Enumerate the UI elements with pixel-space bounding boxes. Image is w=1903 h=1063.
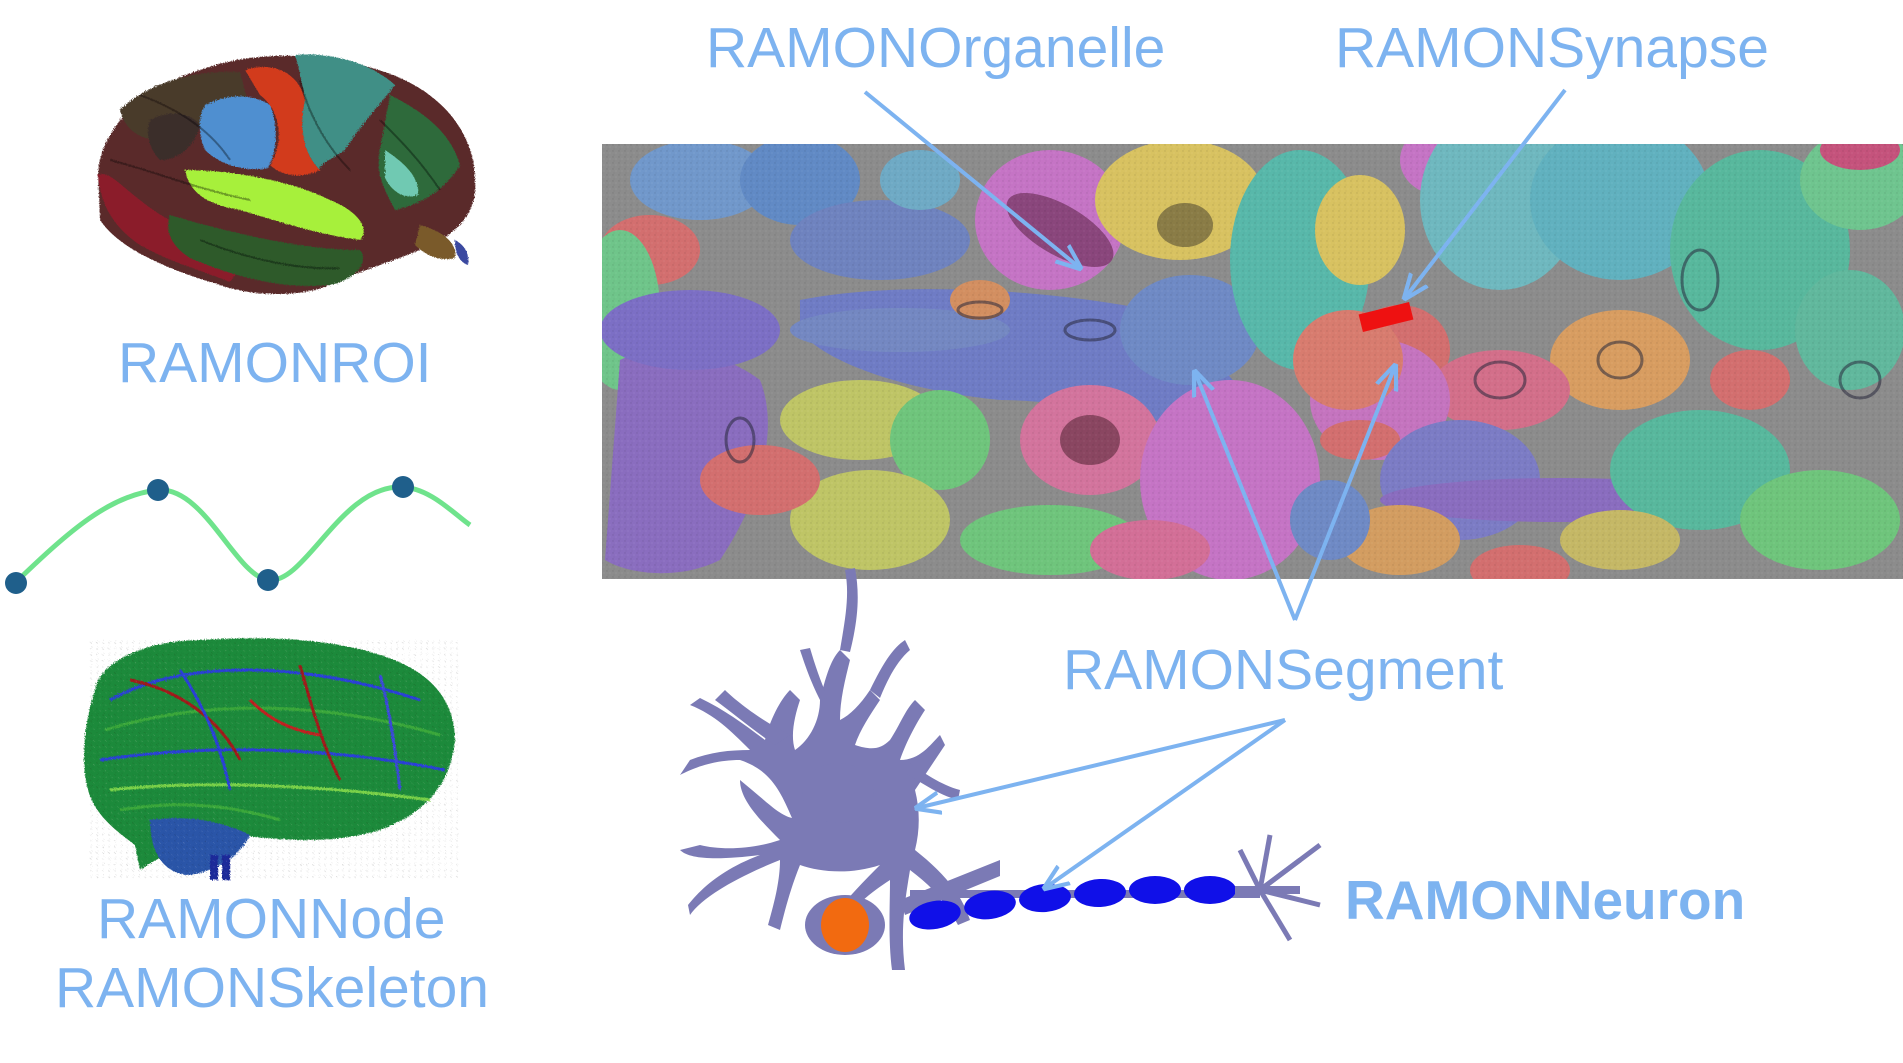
em-segmentation-image: [602, 144, 1903, 579]
segment-arrow-neuron-b: [1045, 718, 1287, 888]
label-ramon-node: RAMONNode: [97, 887, 446, 951]
label-ramon-organelle: RAMONOrganelle: [706, 16, 1166, 80]
neuron-icon: [680, 568, 1322, 970]
synapse-arrow: [1405, 88, 1567, 298]
skeleton-node-point: [392, 476, 414, 498]
synapse-marker: [1358, 301, 1414, 333]
myelin-sheath: [909, 876, 1236, 930]
organelle-arrow: [863, 90, 1080, 268]
segment-arrow-neuron-a: [917, 718, 1286, 808]
skeleton-node-point: [257, 569, 279, 591]
segment-arrow-em-a: [1195, 372, 1297, 621]
skeleton-curve-icon: [5, 476, 472, 594]
label-ramon-synapse: RAMONSynapse: [1335, 16, 1769, 80]
brain-surface-icon: [98, 54, 476, 295]
label-ramon-segment: RAMONSegment: [1063, 638, 1504, 702]
label-ramon-skeleton: RAMONSkeleton: [55, 956, 489, 1020]
annotation-arrows: [863, 88, 1567, 888]
label-ramon-roi: RAMONROI: [118, 331, 432, 395]
nucleus: [821, 898, 869, 952]
segment-arrow-em-b: [1293, 366, 1395, 621]
tractography-brain-icon: [84, 638, 458, 880]
skeleton-node-point: [147, 479, 169, 501]
axon-terminal: [1237, 834, 1322, 942]
skeleton-node-point: [5, 572, 27, 594]
label-ramon-neuron: RAMONNeuron: [1345, 869, 1746, 931]
